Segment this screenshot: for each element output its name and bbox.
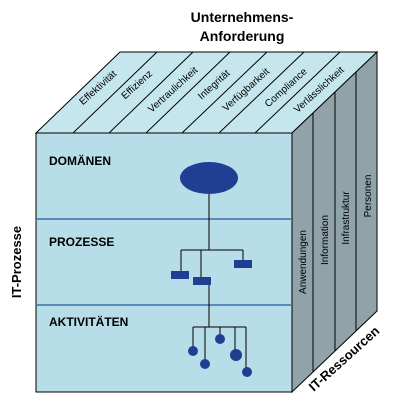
axis-label-it-prozesse: IT-Prozesse	[9, 226, 24, 298]
row-label-domaenen: DOMÄNEN	[49, 153, 111, 168]
resource-label: Personen	[363, 175, 374, 218]
row-label-prozesse: PROZESSE	[49, 235, 114, 249]
process-node	[171, 271, 189, 279]
resource-label: Information	[320, 215, 331, 265]
resource-label: Anwendungen	[298, 230, 309, 294]
domain-node	[180, 162, 238, 194]
process-node	[234, 260, 252, 268]
process-node	[193, 277, 211, 285]
activity-node	[200, 359, 210, 369]
side-dividers	[312, 72, 357, 372]
title-line-2: Anforderung	[200, 28, 285, 44]
activity-node	[230, 349, 242, 361]
front-face	[35, 132, 293, 393]
top-dividers	[72, 51, 341, 134]
activity-node	[188, 346, 198, 356]
activity-node	[242, 367, 252, 377]
title-line-1: Unternehmens-	[191, 9, 294, 25]
resource-label: Infrastruktur	[341, 191, 352, 245]
activity-node	[215, 334, 225, 344]
row-label-aktivitaeten: AKTIVITÄTEN	[49, 314, 128, 329]
